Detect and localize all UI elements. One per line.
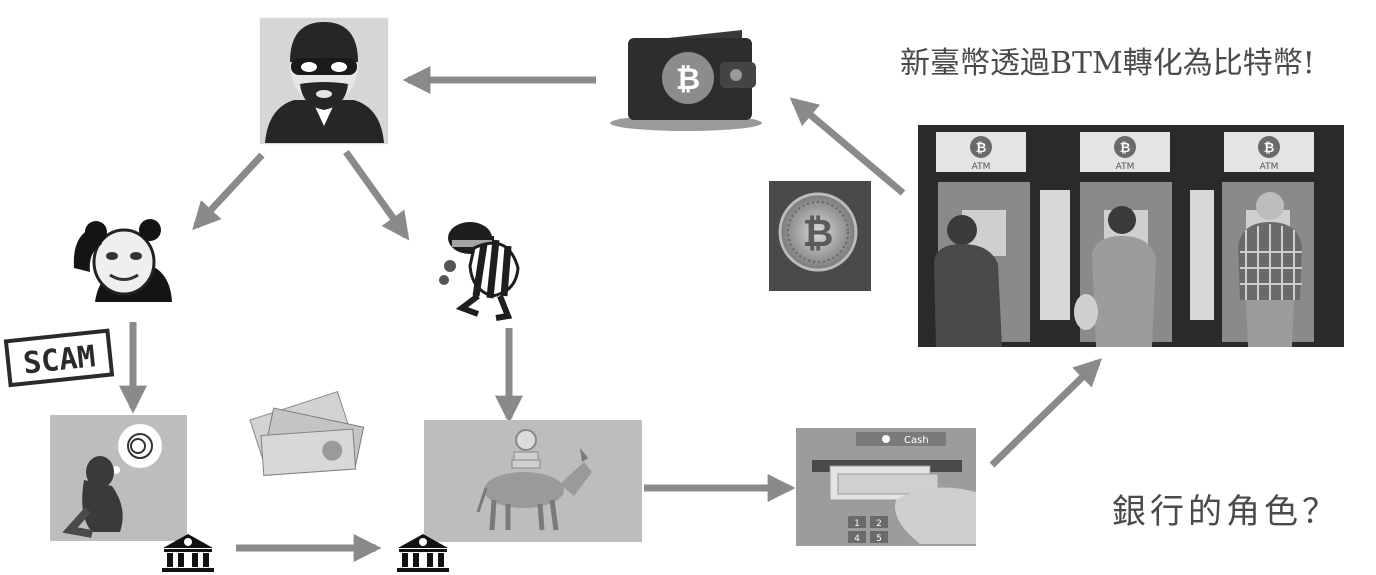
keypad-digit-4: 4: [854, 534, 860, 544]
svg-text:₿: ₿: [976, 141, 987, 156]
person-3: [1238, 192, 1302, 347]
arrow-atm-to-btm: [989, 358, 1103, 468]
arrow-btm-to-wallet: [789, 97, 906, 196]
thief-icon: [439, 222, 520, 321]
person-1: [934, 215, 1002, 347]
flow-arrows: [119, 66, 1103, 562]
scam-stamp-text: SCAM: [21, 339, 97, 381]
bank-icon-1: [162, 534, 214, 572]
distressed-victim-icon: [50, 415, 187, 541]
bank-icon-2: [397, 534, 449, 572]
scam-stamp: SCAM: [3, 328, 115, 388]
keypad-digit-5: 5: [876, 534, 882, 544]
bank-role-question: 銀行的角色？: [1112, 492, 1340, 532]
headline-text: 新臺幣透過BTM轉化為比特幣!: [900, 46, 1315, 81]
atm-cash-label: Cash: [904, 435, 929, 446]
bitcoin-atm-photo: ₿ ATM ₿ ATM ₿ ATM: [918, 125, 1344, 347]
person-2: [1074, 206, 1156, 347]
atm-label-2: ATM: [1116, 162, 1135, 172]
atm-label-1: ATM: [972, 162, 991, 172]
svg-text:₿: ₿: [803, 211, 834, 255]
svg-text:₿: ₿: [1120, 141, 1131, 156]
atm-cash-withdrawal-icon: Cash 1 2 4 5: [796, 428, 976, 546]
taiwan-banknotes-icon: [240, 380, 382, 480]
keypad-digit-1: 1: [854, 519, 860, 529]
bitcoin-coin-icon: ₿: [769, 181, 871, 291]
meme-panda-icon: [73, 219, 172, 302]
arrow-hacker-to-scammer: [192, 152, 265, 231]
bitcoin-wallet-icon: ₿: [610, 30, 762, 131]
masked-hacker-icon: [259, 17, 389, 145]
donkey-coins-icon: [424, 420, 642, 542]
keypad-digit-2: 2: [876, 519, 882, 529]
atm-label-3: ATM: [1260, 162, 1279, 172]
arrow-hacker-to-thief: [343, 149, 410, 241]
svg-text:₿: ₿: [676, 62, 700, 97]
svg-text:₿: ₿: [1264, 141, 1275, 156]
